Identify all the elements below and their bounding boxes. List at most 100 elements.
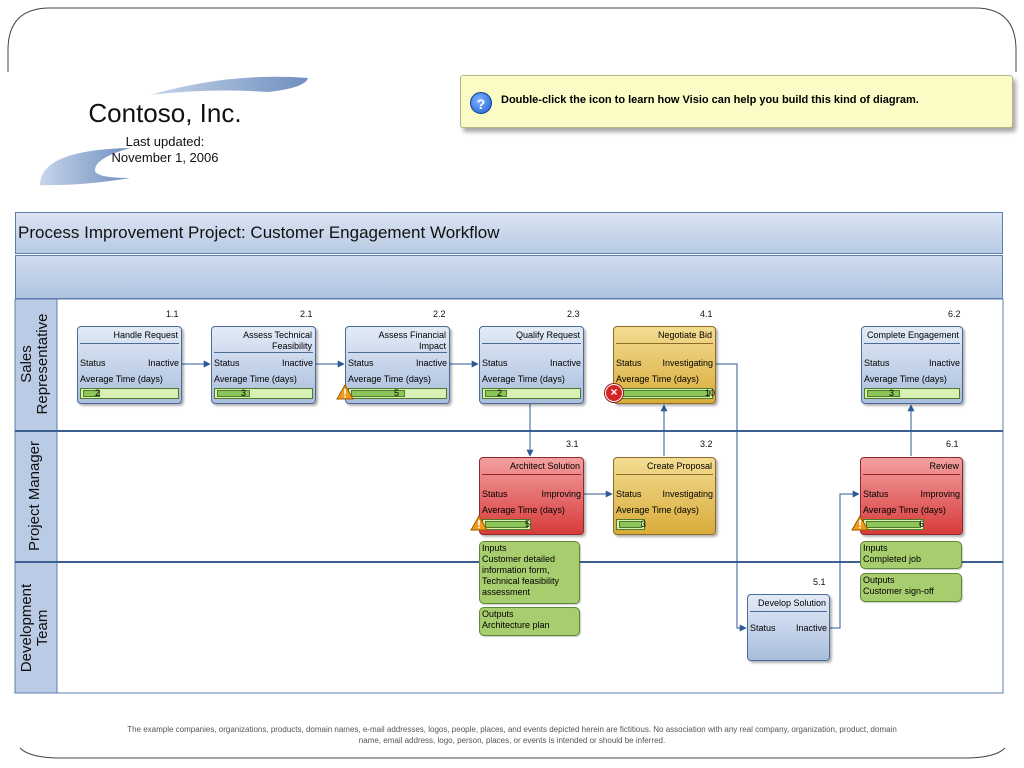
process-title-rule <box>750 611 827 612</box>
lane-label-sales-line1: Sales <box>18 345 35 383</box>
disclaimer-line1: The example companies, organizations, pr… <box>127 725 897 734</box>
status-row: Status Inactive <box>750 623 827 633</box>
avg-time-bar: 2 <box>80 388 179 399</box>
swoosh-bottom <box>40 148 130 186</box>
help-tip[interactable]: ? Double-click the icon to learn how Vis… <box>460 75 1013 128</box>
avg-time-bar: 3 <box>864 388 960 399</box>
status-value: Inactive <box>795 623 827 633</box>
process-create-proposal[interactable]: Create Proposal Status Investigating Aver… <box>613 457 716 535</box>
status-label: Status <box>616 358 642 368</box>
help-icon[interactable]: ? <box>470 92 492 114</box>
status-label: Status <box>348 358 374 368</box>
lane-label-pm-line1: Project Manager <box>26 440 43 552</box>
status-value: Inactive <box>415 358 447 368</box>
avg-time-bar: 3 <box>214 388 313 399</box>
process-title-rule <box>864 343 960 344</box>
avg-time-label: Average Time (days) <box>616 505 699 515</box>
inputs-note-review: Inputs Completed job <box>860 541 962 569</box>
slide-frame-bottom <box>19 747 1006 759</box>
status-value: Investigating <box>662 489 713 499</box>
last-updated-date: November 1, 2006 <box>111 150 219 165</box>
status-label: Status <box>750 623 776 633</box>
process-number: 2.3 <box>567 309 580 319</box>
process-title: Review <box>929 461 959 471</box>
avg-time-fill <box>351 390 405 397</box>
status-label: Status <box>80 358 106 368</box>
process-number: 5.1 <box>813 577 826 587</box>
connector-4-1-to-5-1 <box>716 363 747 632</box>
avg-time-value: 5 <box>394 388 400 398</box>
phase-bar <box>15 255 1003 299</box>
status-value: Inactive <box>147 358 179 368</box>
process-title: Qualify Request <box>515 330 580 340</box>
status-label: Status <box>863 489 889 499</box>
process-number: 2.1 <box>300 309 313 319</box>
diagram-title: Process Improvement Project: Customer En… <box>18 223 500 242</box>
process-title: Architect Solution <box>509 461 580 471</box>
warning-icon <box>470 515 488 531</box>
avg-time-bar: 2 <box>482 388 581 399</box>
avg-time-fill <box>83 390 100 397</box>
process-number: 3.1 <box>566 439 579 449</box>
status-row: Status Inactive <box>864 358 960 368</box>
avg-time-bar: 10 <box>616 388 716 399</box>
slide-frame <box>7 7 1017 72</box>
avg-time-value: 2 <box>95 388 101 398</box>
process-title-rule <box>863 474 960 475</box>
status-row: Status Investigating <box>616 358 713 368</box>
status-row: Status Inactive <box>348 358 447 368</box>
status-value: Investigating <box>662 358 713 368</box>
warning-icon <box>336 384 354 400</box>
avg-time-bar: 3 <box>616 519 647 530</box>
avg-time-fill <box>866 521 921 528</box>
diagram-title-bar: Process Improvement Project: Customer En… <box>15 212 1003 254</box>
status-label: Status <box>616 489 642 499</box>
avg-time-label: Average Time (days) <box>863 505 946 515</box>
last-updated-label: Last updated: <box>125 134 205 149</box>
lane-label-sales-line2: Representative <box>34 313 51 415</box>
outputs-note-review: Outputs Customer sign-off <box>860 573 962 602</box>
status-label: Status <box>482 489 508 499</box>
process-title: Develop Solution <box>757 598 826 608</box>
process-number: 6.2 <box>948 309 961 319</box>
avg-time-fill <box>485 390 507 397</box>
avg-time-value: 10 <box>705 388 716 398</box>
lane-label-development: Development Team <box>18 563 51 693</box>
process-title-rule <box>348 352 447 353</box>
process-title-rule <box>616 474 713 475</box>
process-title: Negotiate Bid <box>657 330 712 340</box>
lane-label-sales: Sales Representative <box>18 299 51 429</box>
process-number: 4.1 <box>700 309 713 319</box>
process-develop-solution[interactable]: Develop Solution Status Inactive <box>747 594 830 661</box>
process-title: Handle Request <box>113 330 178 340</box>
avg-time-fill <box>217 390 250 397</box>
process-title: Create Proposal <box>646 461 712 471</box>
avg-time-value: 5 <box>525 519 531 529</box>
avg-time-fill <box>619 521 642 528</box>
process-title: Complete Engagement <box>866 330 959 340</box>
error-icon: × <box>605 384 623 402</box>
avg-time-label: Average Time (days) <box>482 505 565 515</box>
avg-time-value: 3 <box>641 519 647 529</box>
company-name: Contoso, Inc. <box>88 98 242 128</box>
process-title-line2: Impact <box>418 341 446 351</box>
status-value: Inactive <box>928 358 960 368</box>
swoosh-top <box>150 76 308 95</box>
avg-time-label: Average Time (days) <box>482 374 565 384</box>
outputs-note-architect: Outputs Architecture plan <box>479 607 580 636</box>
status-value: Inactive <box>549 358 581 368</box>
process-title-rule <box>482 474 581 475</box>
status-label: Status <box>214 358 240 368</box>
status-label: Status <box>864 358 890 368</box>
